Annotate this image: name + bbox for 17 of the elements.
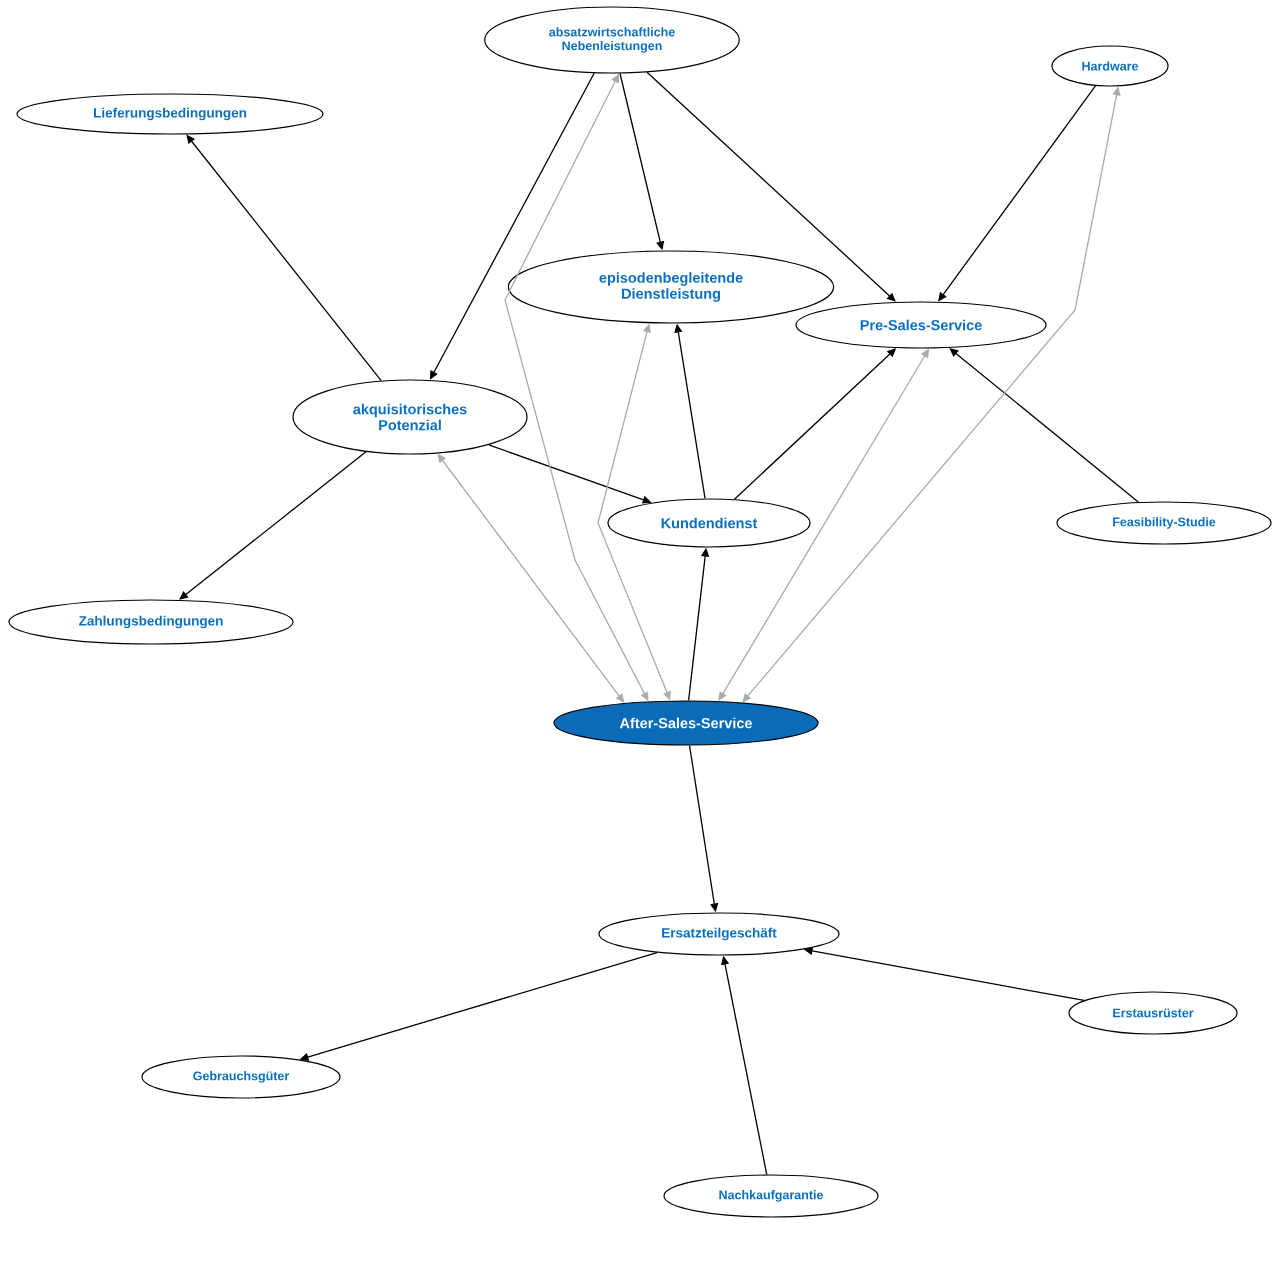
ellipse-node: akquisitorisches Potenzial — [292, 379, 528, 455]
ellipse-node: Nachkaufgarantie — [663, 1174, 879, 1218]
arrow — [429, 72, 595, 380]
ellipse-node: After-Sales-Service — [553, 700, 819, 746]
arrow — [949, 348, 1139, 503]
ellipse-node: Kundendienst — [607, 498, 811, 548]
ellipse-node: Hardware — [1051, 45, 1169, 87]
ellipse-node: Pre-Sales-Service — [795, 301, 1047, 349]
ellipse-node: Ersatzteilgeschäft — [598, 912, 840, 956]
ellipse-node: Zahlungsbedingungen — [8, 599, 294, 645]
ellipse-node: Feasibility-Studie — [1056, 501, 1272, 545]
ellipse-node: Gebrauchsgüter — [141, 1055, 341, 1099]
ellipse-node: Lieferungsbedingungen — [16, 93, 324, 135]
ellipse-node: absatzwirtschaftliche Nebenleistungen — [484, 6, 740, 74]
arrow — [179, 451, 367, 600]
arrow — [646, 71, 896, 302]
ellipse-node: Erstausrüster — [1068, 991, 1238, 1035]
